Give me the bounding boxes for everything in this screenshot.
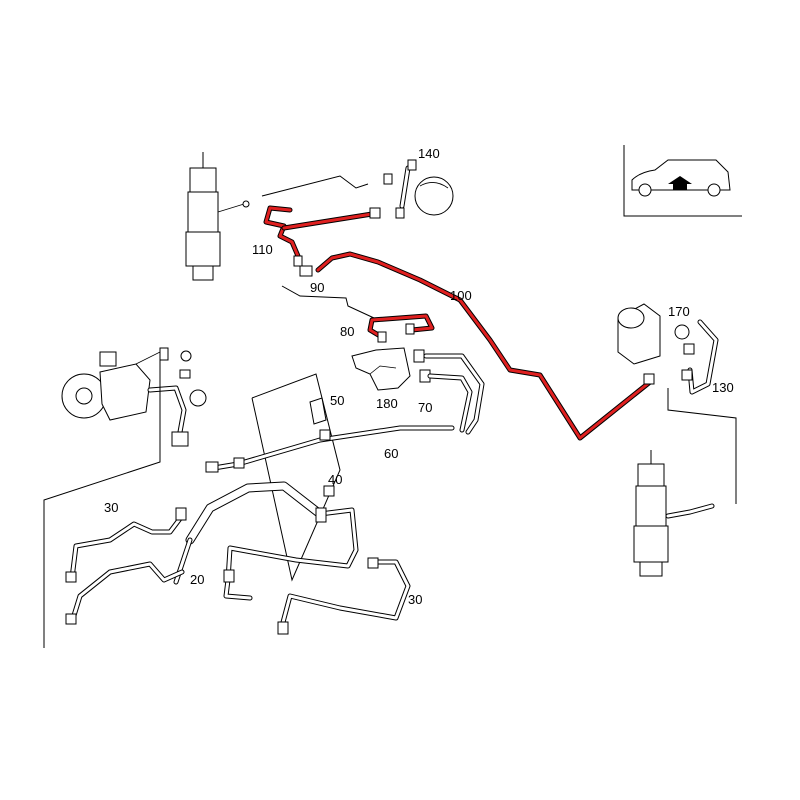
fitting-40 <box>323 485 335 497</box>
return-pipe-30-right <box>277 557 411 635</box>
return-pipe-30-left <box>65 507 187 625</box>
leader-upper <box>261 175 369 197</box>
estate-car-with-up-arrow-icon <box>631 159 731 197</box>
leader-90 <box>281 285 375 319</box>
rear-reservoir <box>617 303 737 504</box>
pipe-60 <box>205 425 455 473</box>
callout-170: 170 <box>668 304 690 319</box>
callout-30-left: 30 <box>104 500 118 515</box>
hydraulic-pump <box>43 347 207 648</box>
callout-70: 70 <box>418 400 432 415</box>
brake-pipe-80 <box>367 313 435 343</box>
callout-140: 140 <box>418 146 440 161</box>
callout-60: 60 <box>384 446 398 461</box>
callout-40: 40 <box>328 472 342 487</box>
fitting-50 <box>251 373 341 582</box>
callout-110: 110 <box>252 242 273 257</box>
pressure-accumulator-sphere <box>383 159 454 219</box>
callout-180: 180 <box>376 396 398 411</box>
callout-100: 100 <box>450 288 472 303</box>
front-strut-left <box>185 152 250 281</box>
valve-block <box>351 347 485 435</box>
callout-80: 80 <box>340 324 354 339</box>
brake-pipe-100 <box>299 251 655 441</box>
callout-130: 130 <box>712 380 734 395</box>
callout-90: 90 <box>310 280 324 295</box>
callout-labels: 140 110 90 100 80 170 130 50 180 70 60 4… <box>104 146 734 607</box>
callout-30-right: 30 <box>408 592 422 607</box>
callout-50: 50 <box>330 393 344 408</box>
brake-pipe-110 <box>263 205 381 267</box>
vehicle-locator-inset <box>623 145 742 217</box>
rear-strut-right <box>633 450 715 577</box>
callout-20: 20 <box>190 572 204 587</box>
